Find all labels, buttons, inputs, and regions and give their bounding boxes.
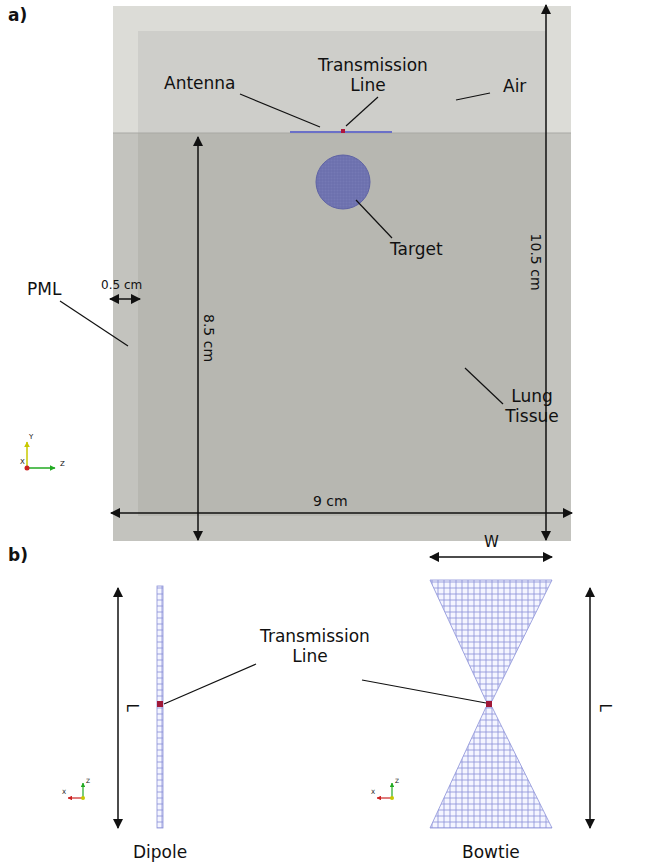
part-label: Air — [503, 77, 526, 97]
part-label: Target — [390, 240, 443, 260]
dimension-label: 0.5 cm — [101, 279, 142, 293]
feed — [341, 129, 345, 133]
dimension-label: 8.5 cm — [201, 314, 217, 362]
axis-label: X — [371, 789, 375, 796]
panel-letter: a) — [8, 6, 27, 26]
dimension-label: L — [596, 703, 613, 711]
dimension-label: 10.5 cm — [527, 234, 543, 291]
dipole-antenna — [157, 586, 163, 828]
target-sphere — [316, 155, 370, 209]
dimension-label: 9 cm — [313, 493, 348, 509]
dimension-arrows — [110, 5, 590, 828]
dimension-label: W — [484, 534, 499, 551]
part-label: Transmission Line — [260, 627, 360, 666]
panel-letter: b) — [8, 546, 28, 566]
feed — [157, 701, 163, 707]
bowtie-antenna — [430, 580, 552, 828]
simulation-domain — [113, 6, 571, 541]
part-label: PML — [27, 280, 61, 300]
leader-lines — [60, 93, 503, 704]
axis-label: Z — [395, 778, 399, 785]
part-label: Bowtie — [462, 843, 520, 863]
part-label: Lung Tissue — [502, 387, 562, 426]
part-label: Antenna — [164, 74, 236, 94]
axis-triad — [68, 783, 394, 800]
dimension-label: L — [123, 703, 140, 711]
axis-label: Y — [29, 433, 33, 441]
axis-label: Z — [60, 460, 65, 468]
part-label: Dipole — [133, 843, 187, 863]
axis-label: X — [62, 789, 66, 796]
axis-label: X — [20, 458, 25, 466]
axis-triad — [25, 442, 56, 471]
part-label: Transmission Line — [318, 56, 418, 95]
axis-label: Z — [86, 778, 90, 785]
